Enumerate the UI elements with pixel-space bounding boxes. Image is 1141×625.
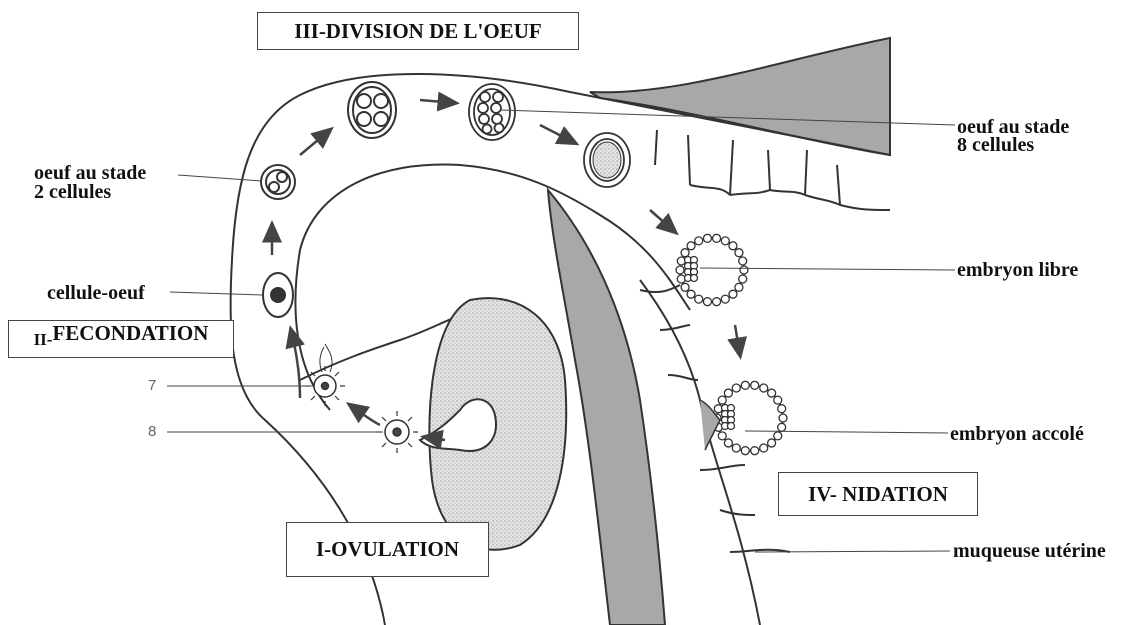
blastomere [741,447,749,455]
stage-nidation-box: IV- NIDATION [778,472,978,516]
blastomere [724,439,732,447]
blastomere [735,249,743,257]
stage-fecondation-label: FECONDATION [52,321,208,346]
blastomere [729,290,737,298]
label-oeuf-2-line2: 2 cellules [34,182,111,202]
blastomere [774,396,782,404]
stage-nidation-label: IV- NIDATION [808,482,948,507]
blastomere [741,381,749,389]
blastomere [713,298,721,306]
blastomere [740,266,748,274]
stage-fecondation-prefix: II- [34,330,53,350]
blastomere [695,237,703,245]
free-blastocyst [676,234,748,305]
label-7: 7 [148,377,156,394]
stage-division-box: III-DIVISION DE L'OEUF [257,12,579,50]
blastomere [739,275,747,283]
blastomere [703,234,711,242]
blastomere [739,257,747,265]
blastomere [724,389,732,397]
blastomere [721,237,729,245]
blastomere [721,295,729,303]
blastomere [751,381,759,389]
label-embryon-libre: embryon libre [957,260,1078,280]
blastomere [687,242,695,250]
egg-cell [263,273,293,317]
uterine-wall-top [590,38,890,155]
blastomere [732,444,740,452]
blastomere [718,396,726,404]
blastomere [687,290,695,298]
inner-cell [691,275,698,282]
blastomere [681,283,689,291]
blastomere [768,389,776,397]
label-muqueuse: muqueuse utérine [953,541,1106,561]
stage-ovulation-box: I-OVULATION [286,522,489,577]
label-oeuf-8-line2: 8 cellules [957,135,1034,155]
blastomere [718,432,726,440]
two-cell-egg [261,165,295,199]
eight-cell-egg [469,84,515,140]
morula [584,133,630,187]
blastomere [778,405,786,413]
four-cell-egg [348,82,396,138]
label-8: 8 [148,423,156,440]
blastomere [760,444,768,452]
blastomere [779,414,787,422]
label-oeuf-2-line1: oeuf au stade [34,163,146,183]
blastomere [695,295,703,303]
label-cellule-oeuf: cellule-oeuf [47,283,145,303]
blastomere [768,439,776,447]
blastomere [751,447,759,455]
blastomere [732,384,740,392]
stage-fecondation-box: II-FECONDATION [8,320,234,358]
blastomere [681,249,689,257]
blastomere [760,384,768,392]
blastomere [703,298,711,306]
attached-blastocyst [700,381,787,454]
blastomere [774,432,782,440]
label-embryon-accole: embryon accolé [950,424,1084,444]
blastomere [713,234,721,242]
blastomere [778,423,786,431]
stage-ovulation-label: I-OVULATION [316,537,459,562]
stage-division-label: III-DIVISION DE L'OEUF [294,19,541,44]
blastomere [735,283,743,291]
blastomere [729,242,737,250]
inner-cell [728,423,735,430]
blastomere [676,266,684,274]
